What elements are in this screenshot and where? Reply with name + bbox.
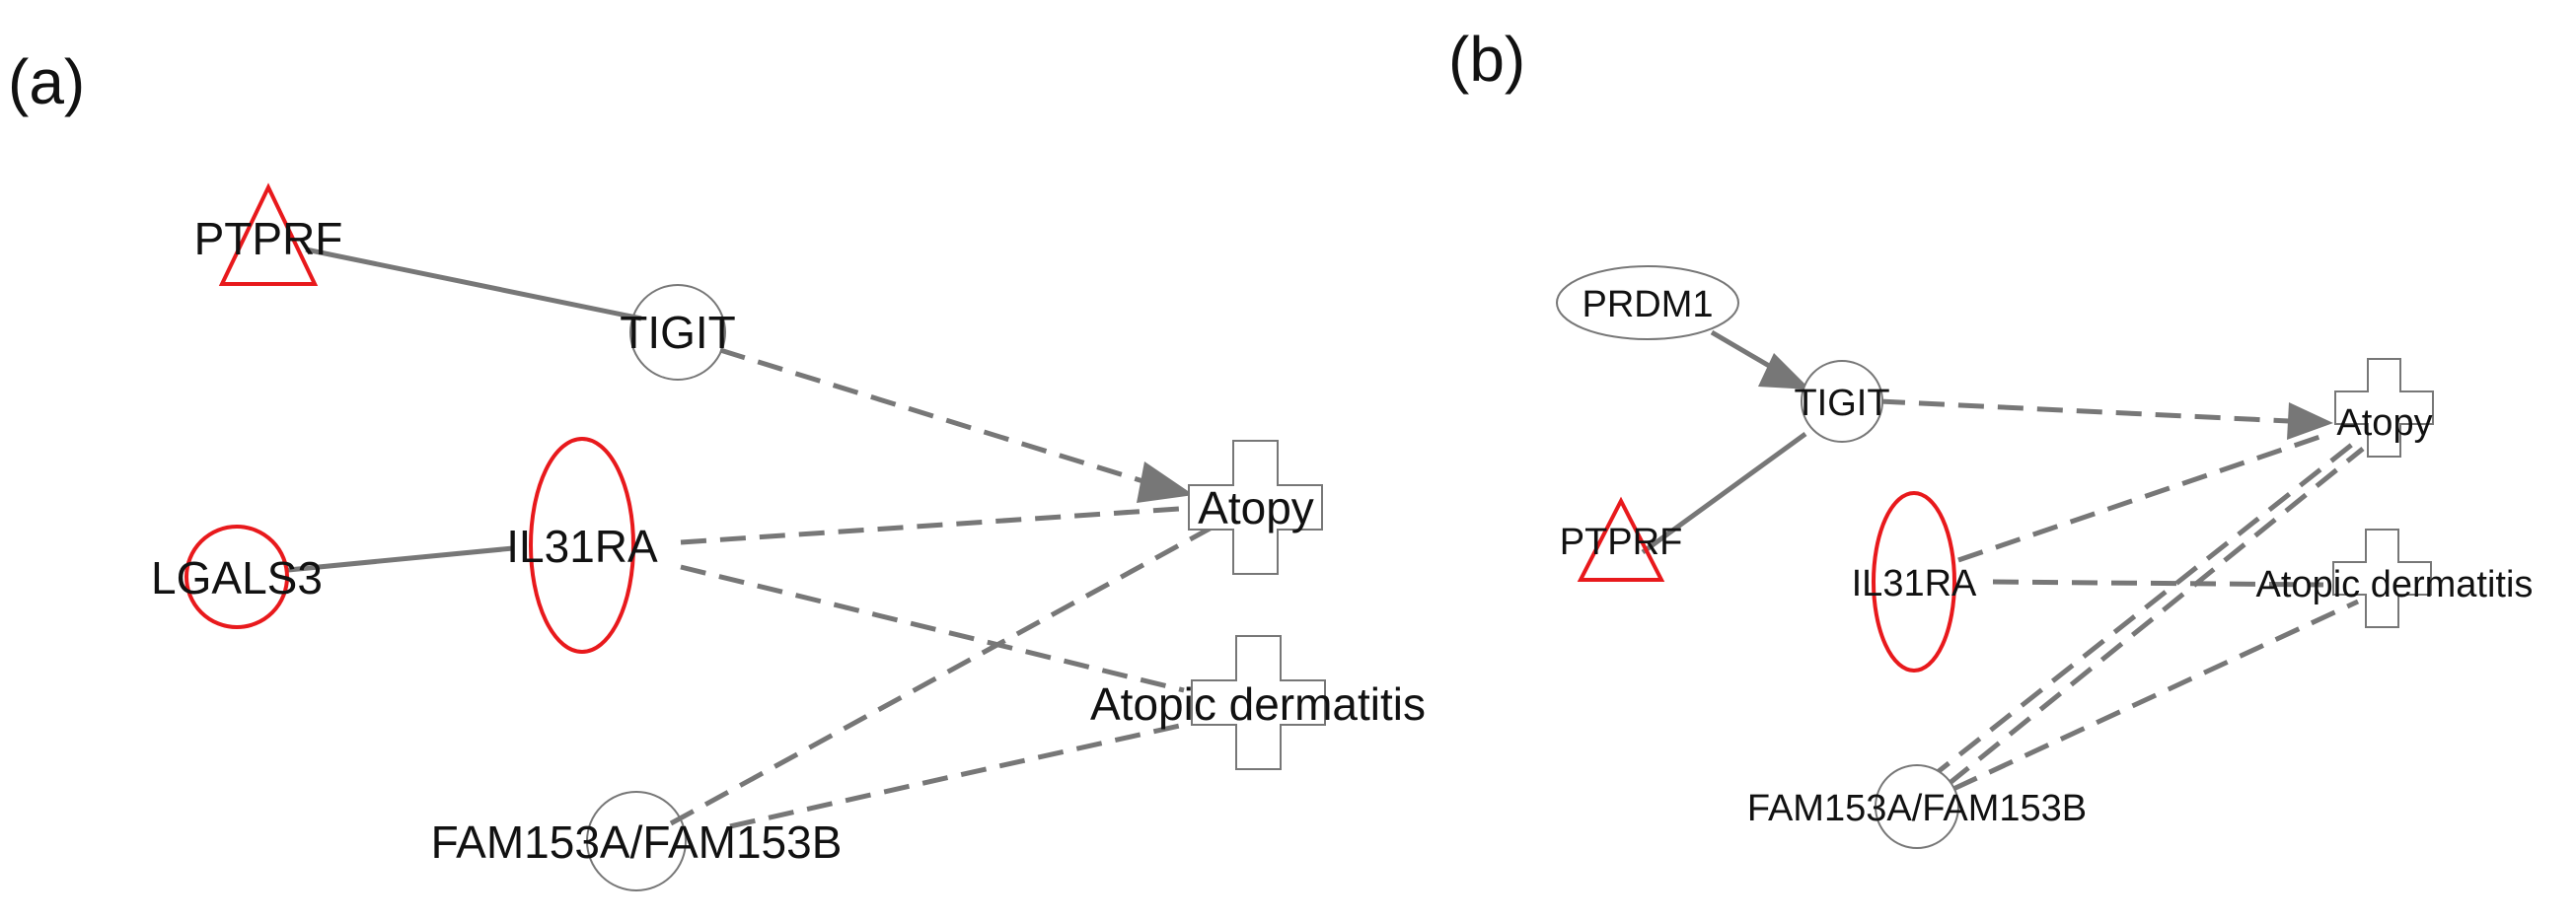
panel-a-label: (a) (8, 46, 85, 117)
node-tigit-b: TIGIT (1794, 360, 1890, 443)
node-label: TIGIT (1794, 383, 1889, 424)
edge-fam153-atopy (669, 525, 1214, 826)
edge-il31ra-atopy-b (1957, 431, 2329, 563)
edge-ptprf-tigit (305, 247, 642, 321)
triangle-shape (1577, 496, 1665, 582)
triangle-shape (218, 182, 319, 286)
edge-fam153-atopy-2-b (1947, 447, 2365, 786)
edge-tigit-atopy (719, 347, 1150, 486)
node-atopic-dermatitis-a: Atopic dermatitis (1090, 635, 1426, 770)
node-label: Atopic dermatitis (2256, 564, 2534, 605)
circle-shape (1801, 360, 1883, 443)
node-fam153-b: FAM153A/FAM153B (1747, 764, 2087, 849)
cross-shape (2334, 358, 2434, 458)
node-label: PRDM1 (1582, 284, 1713, 325)
node-ptprf-a: PTPRF (194, 182, 343, 286)
panel-a: (a) PTPRF TIGIT LGALS3 IL31RA (8, 46, 1426, 891)
node-label: LGALS3 (151, 552, 323, 603)
node-label: PTPRF (194, 213, 343, 264)
node-label: Atopic dermatitis (1090, 678, 1426, 730)
edge-il31ra-atopy (680, 505, 1195, 545)
cross-shape (1188, 440, 1323, 575)
node-label: PTPRF (1560, 522, 1683, 563)
circle-shape (1875, 764, 1959, 849)
node-tigit-a: TIGIT (620, 284, 736, 381)
panel-b-edges (1641, 329, 2365, 792)
node-label: TIGIT (620, 307, 736, 358)
circle-shape (629, 284, 726, 381)
edge-fam153-atopic-dermatitis-b (1951, 599, 2360, 792)
node-atopy-b: Atopy (2334, 358, 2434, 458)
edge-ptprf-tigit-b (1641, 431, 1807, 555)
node-label: FAM153A/FAM153B (431, 816, 843, 868)
edge-fam153-atopy-1-b (1927, 442, 2355, 781)
node-ptprf-b: PTPRF (1560, 496, 1683, 582)
node-fam153-a: FAM153A/FAM153B (431, 791, 843, 891)
node-lgals3-a: LGALS3 (151, 525, 323, 629)
circle-shape (586, 791, 687, 891)
cross-shape (2332, 529, 2432, 628)
node-label: Atopy (2336, 402, 2432, 444)
arrowhead-prdm1-tigit (1758, 353, 1810, 390)
node-atopy-a: Atopy (1188, 440, 1323, 575)
circle-shape (184, 525, 289, 629)
edge-lgals3-il31ra (287, 545, 514, 573)
node-label: IL31RA (1852, 563, 1977, 604)
edge-fam153-atopic-dermatitis (729, 722, 1185, 829)
node-prdm1-b: PRDM1 (1556, 265, 1739, 340)
cross-shape (1191, 635, 1326, 770)
edge-prdm1-tigit (1710, 329, 1778, 373)
panel-a-edges (287, 247, 1214, 829)
panel-b: (b) PRDM1 TIGIT PTPRF (1448, 24, 2534, 849)
edge-il31ra-atopic-dermatitis-b (1992, 579, 2324, 588)
panel-b-label: (b) (1448, 24, 1525, 95)
node-atopic-dermatitis-b: Atopic dermatitis (2256, 529, 2534, 628)
node-il31ra-a: IL31RA (506, 437, 658, 654)
ellipse-shape (529, 437, 635, 654)
edge-tigit-atopy-b (1878, 398, 2290, 424)
arrowhead-tigit-atopy (1137, 461, 1194, 503)
edge-il31ra-atopic-dermatitis (680, 564, 1185, 693)
node-il31ra-b: IL31RA (1852, 491, 1977, 673)
node-label: FAM153A/FAM153B (1747, 788, 2087, 829)
node-label: Atopy (1198, 482, 1314, 533)
node-label: IL31RA (506, 521, 658, 572)
arrowhead-tigit-atopy-b (2287, 402, 2333, 440)
ellipse-shape (1556, 265, 1739, 340)
ellipse-shape (1872, 491, 1956, 673)
